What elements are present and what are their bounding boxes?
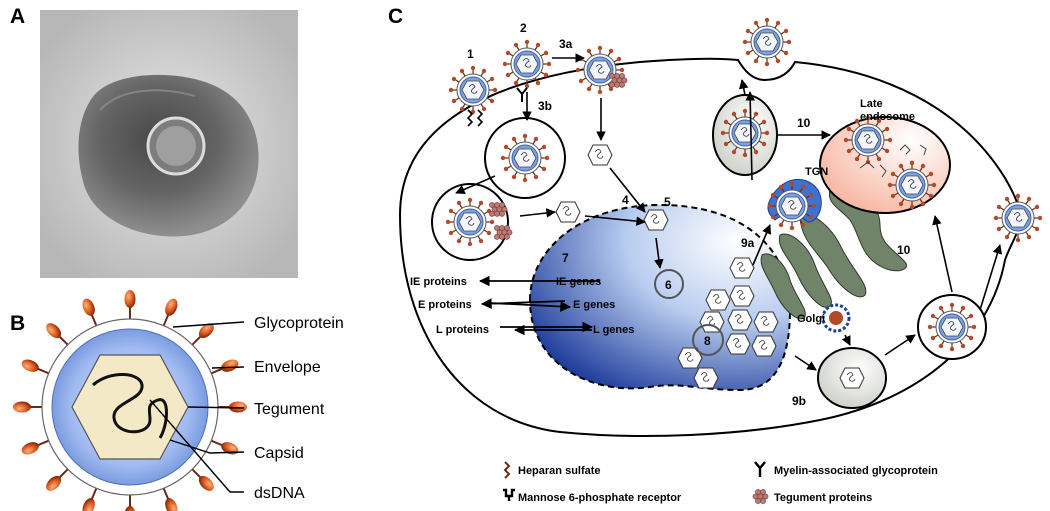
step-2: 2 [520, 21, 527, 35]
label-dsdna: dsDNA [254, 485, 305, 502]
label-glycoprotein: Glycoprotein [254, 315, 344, 332]
legend: Heparan sulfate Myelin-associated glycop… [503, 461, 938, 504]
capsid-at-pore [643, 209, 669, 231]
legend-m6pr: Mannose 6-phosphate receptor [518, 492, 682, 504]
pathway-arrows [455, 53, 1003, 371]
step-1: 1 [467, 47, 474, 61]
step-4: 4 [622, 193, 629, 207]
glycoprotein-head [21, 442, 39, 455]
golgi-apparatus [760, 186, 908, 320]
step-8: 8 [704, 334, 711, 348]
glycoprotein-head [82, 498, 95, 511]
glycoprotein-head [21, 359, 39, 372]
label-envelope: Envelope [254, 359, 321, 376]
virion-micrograph [78, 74, 259, 237]
label-tegument: Tegument [254, 401, 325, 418]
m6pr-legend-icon [503, 488, 515, 501]
l-genes-label: L genes [593, 324, 634, 336]
glycoprotein-spikes [13, 290, 247, 511]
glycoprotein-head [198, 475, 214, 491]
tgn-label: TGN [805, 166, 828, 178]
late-endosome-debris [859, 144, 927, 178]
step-7: 7 [562, 251, 569, 265]
mag-receptor [516, 87, 528, 102]
capsid-in-vesicle [839, 367, 865, 389]
legend-tegument: Tegument proteins [774, 492, 872, 504]
tegument-cluster-left [489, 202, 508, 217]
tegument-legend-icon [752, 489, 769, 504]
step-3a: 3a [559, 37, 573, 51]
step-8-circle [692, 324, 724, 356]
legend-heparan: Heparan sulfate [518, 465, 601, 477]
heparan-sulfate-chain [466, 109, 484, 127]
panel-b-label: B [10, 312, 25, 335]
step-9a: 9a [741, 236, 755, 250]
mag-legend-icon [754, 461, 766, 477]
dsdna-strand [92, 373, 168, 439]
late-endosome-label-2: endosome [860, 111, 915, 123]
e-genes-label: E genes [573, 299, 615, 311]
e-proteins-label: E proteins [418, 299, 472, 311]
glycoprotein-head [82, 298, 95, 316]
virion-exiting-right [993, 193, 1043, 243]
step-6: 6 [665, 278, 672, 292]
tegument-cluster-left-2 [494, 225, 513, 240]
legend-mag: Myelin-associated glycoprotein [774, 465, 938, 477]
free-capsid-1 [587, 144, 613, 166]
step-5: 5 [664, 195, 671, 209]
golgi-vesicle [821, 303, 851, 333]
late-endosome [819, 116, 951, 214]
glycoprotein-head [165, 298, 178, 316]
glycoprotein-head [124, 290, 136, 308]
tegument-released [609, 73, 628, 88]
glycoprotein-head [229, 401, 247, 413]
label-capsid: Capsid [254, 445, 304, 462]
glycoprotein-head [125, 506, 135, 511]
golgi-label: Golgi [797, 313, 825, 325]
ie-genes-label: IE genes [556, 276, 601, 288]
gene-expression-arrows [478, 275, 600, 336]
heparan-legend-icon [503, 461, 511, 479]
step-6-circle [654, 269, 684, 299]
l-proteins-label: L proteins [436, 324, 489, 336]
glycoprotein-head [221, 359, 239, 372]
glycoprotein-head [198, 323, 214, 339]
nucleus [528, 203, 792, 392]
panel-c-label: C [388, 5, 403, 28]
late-endosome-label-1: Late [860, 98, 883, 110]
glycoprotein-head [165, 498, 178, 511]
cell-membrane [398, 57, 1022, 437]
step-10-lower: 10 [897, 243, 911, 257]
step-9b: 9b [792, 394, 806, 408]
step-3b: 3b [538, 99, 552, 113]
glycoprotein-head [221, 442, 239, 455]
ie-proteins-label: IE proteins [410, 276, 467, 288]
panel-a-label: A [10, 5, 25, 28]
virion-entry-1 [448, 65, 498, 115]
virion-schematic: Glycoprotein Envelope Tegument Capsid ds… [13, 290, 344, 511]
capsid-nuclear-exit [729, 257, 755, 279]
glycoprotein-head [46, 475, 62, 491]
step-10-upper: 10 [797, 116, 811, 130]
virion-exiting-top [742, 17, 792, 67]
free-capsid-2 [555, 201, 581, 223]
virion-entry-2 [502, 39, 552, 89]
glycoprotein-head [13, 401, 31, 413]
glycoprotein-head [46, 323, 62, 339]
